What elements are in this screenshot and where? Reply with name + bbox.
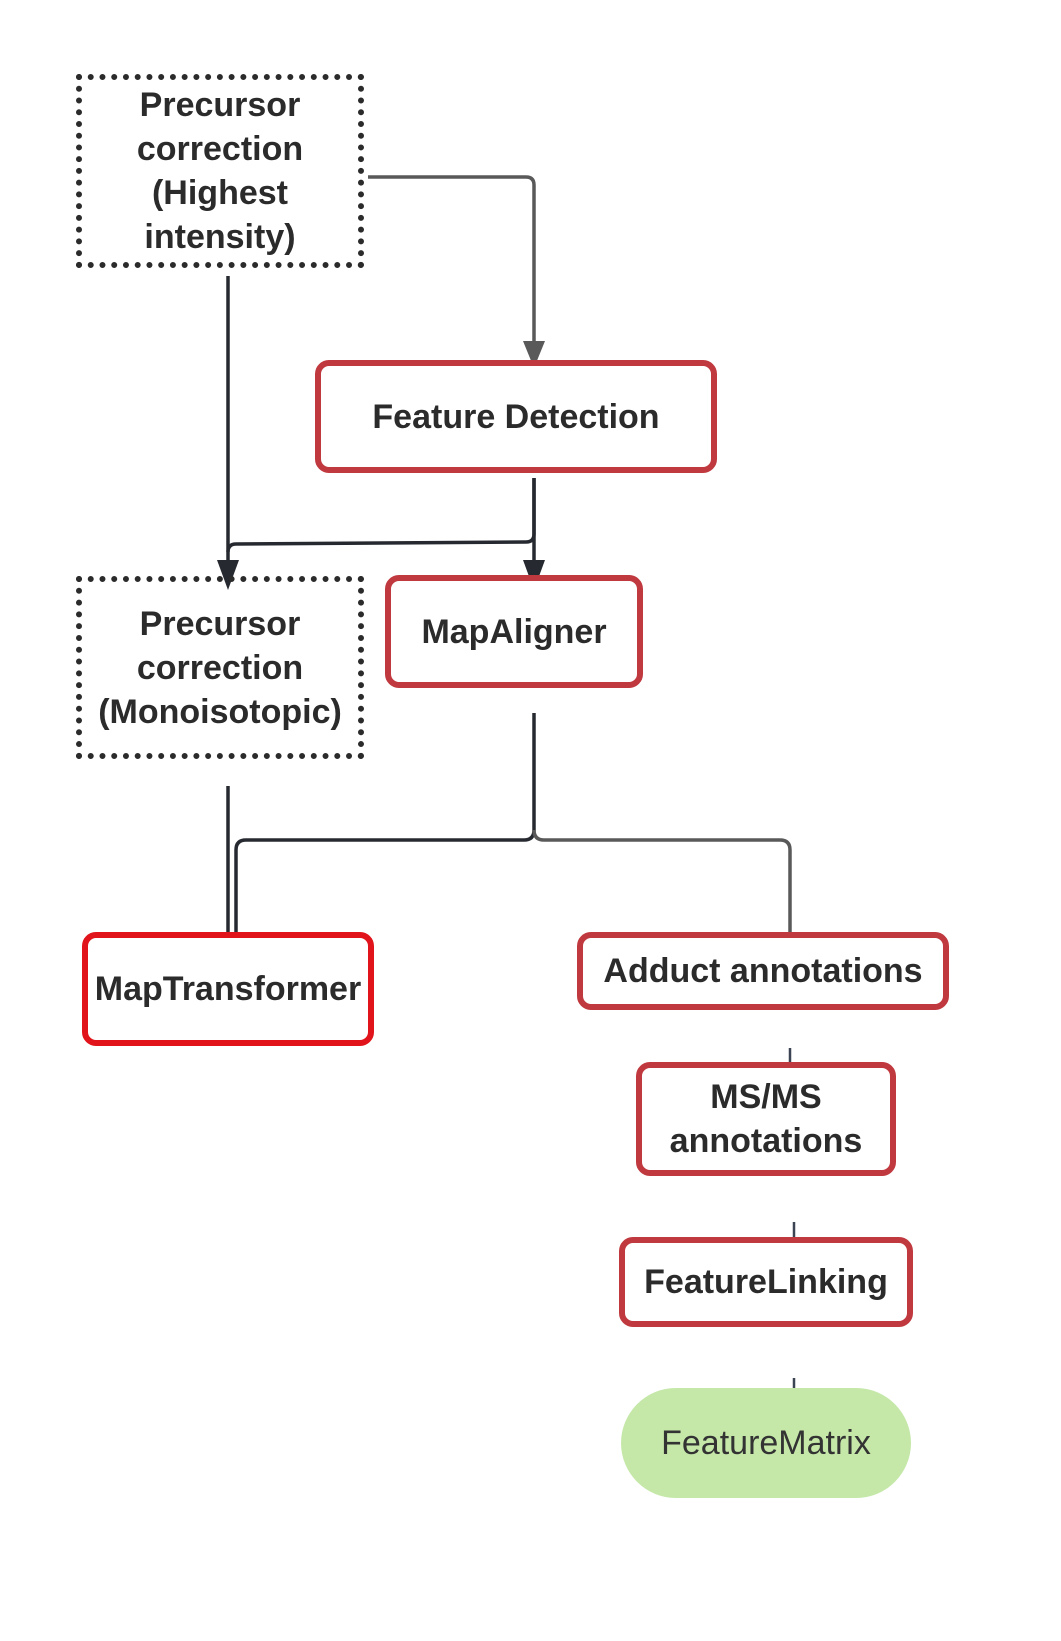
node-precursor-correction-monoisotopic: Precursor correction (Monoisotopic) bbox=[76, 576, 364, 759]
node-maptransformer: MapTransformer bbox=[82, 932, 374, 1046]
node-label-line: FeatureLinking bbox=[644, 1263, 888, 1301]
node-featurematrix: FeatureMatrix bbox=[621, 1388, 911, 1498]
node-adduct-annotations: Adduct annotations bbox=[577, 932, 949, 1010]
edge-mapalign-to-adduct bbox=[532, 829, 792, 935]
node-label-line: correction bbox=[136, 648, 304, 687]
node-label-line: correction bbox=[136, 130, 304, 168]
node-label-line: FeatureMatrix bbox=[661, 1424, 871, 1462]
node-label-line: intensity) bbox=[144, 218, 296, 256]
node-label-line: MS/MS bbox=[710, 1078, 822, 1116]
node-label-line: (Monoisotopic) bbox=[98, 692, 342, 731]
node-label-line: Precursor bbox=[139, 604, 301, 643]
node-label-line: Feature Detection bbox=[372, 397, 660, 436]
node-label-line: Precursor bbox=[139, 86, 301, 124]
node-label-line: (Highest bbox=[151, 174, 288, 212]
node-mapaligner: MapAligner bbox=[385, 575, 643, 688]
node-label-line: MapTransformer bbox=[94, 970, 362, 1008]
arrowhead-feat-det bbox=[523, 341, 545, 368]
node-label-line: Adduct annotations bbox=[603, 952, 923, 990]
arrowhead-pc-mono bbox=[217, 560, 239, 590]
edge-pc-high-to-feat-det bbox=[368, 175, 536, 345]
node-label-line: MapAligner bbox=[421, 612, 607, 651]
node-msms-annotations: MS/MS annotations bbox=[636, 1062, 896, 1176]
node-precursor-correction-highest: Precursor correction (Highest intensity) bbox=[76, 74, 364, 268]
node-featurelinking: FeatureLinking bbox=[619, 1237, 913, 1327]
node-label-line: annotations bbox=[669, 1122, 863, 1160]
edge-feat-det-to-pc-mono bbox=[226, 478, 536, 553]
node-feature-detection: Feature Detection bbox=[315, 360, 717, 473]
